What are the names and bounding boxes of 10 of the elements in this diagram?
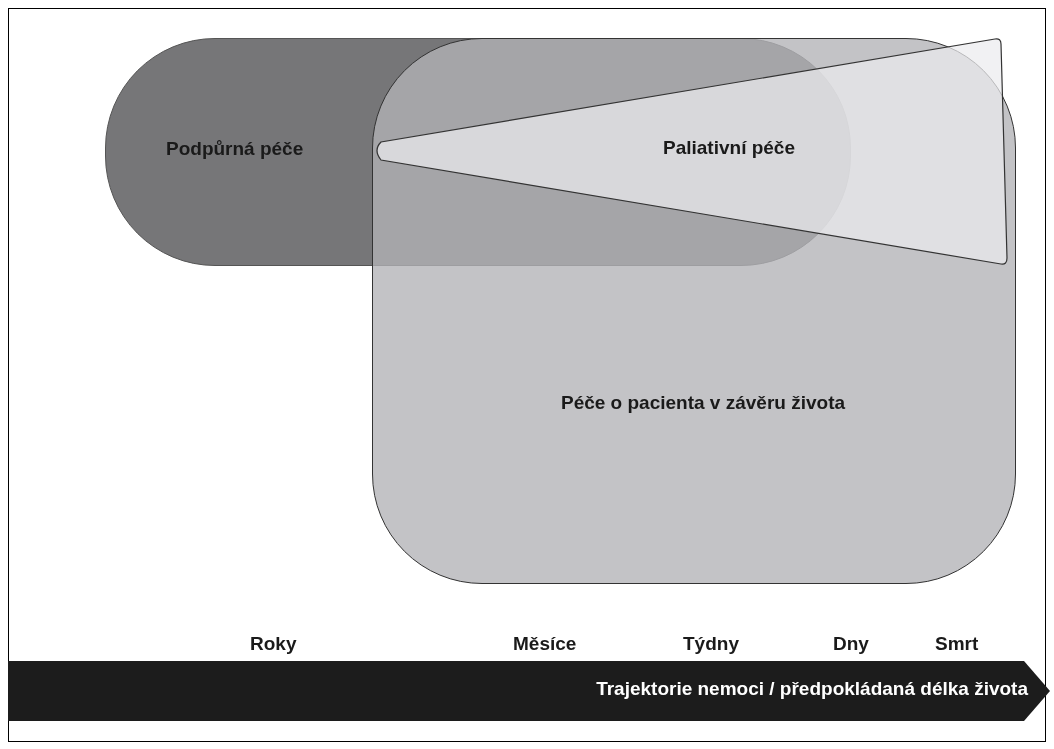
area-label: Podpůrná péče (166, 137, 305, 161)
axis-title: Trajektorie nemoci / předpokládaná délka života (595, 677, 1028, 701)
time-label: Smrt (935, 632, 979, 656)
palliative-care-wedge (373, 38, 1009, 266)
time-label: Měsíce (513, 632, 577, 656)
area-label: Péče o pacienta v závěru života (559, 391, 847, 415)
time-label: Týdny (683, 632, 739, 656)
time-label: Roky (250, 632, 297, 656)
area-label: Paliativní péče (663, 136, 796, 160)
time-label: Dny (833, 632, 869, 656)
